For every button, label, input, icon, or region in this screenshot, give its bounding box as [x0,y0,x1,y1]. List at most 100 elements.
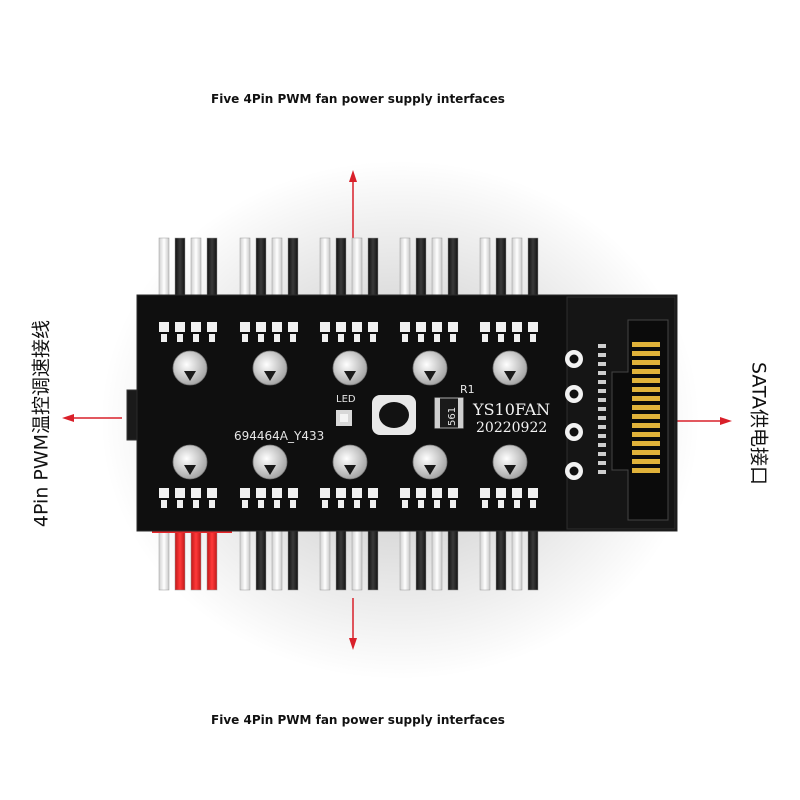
pad [528,322,538,332]
pad [432,322,442,332]
pad [480,488,490,498]
pad [175,488,185,498]
capacitor-marking [184,371,196,381]
sata-pin [632,459,660,464]
resistor-code: 561 [447,407,458,426]
pad [400,488,410,498]
sata-pin [632,351,660,356]
pad [450,500,456,508]
capacitor [172,350,208,386]
arrow-right-icon [675,417,732,425]
sata-pin [632,450,660,455]
pad [240,322,250,332]
top-pin [367,237,379,299]
top-pin [527,237,539,299]
sata-pin [632,369,660,374]
pad [159,322,169,332]
bottom-pin [495,527,507,591]
bottom-pin [190,527,202,591]
center-switch-icon [372,395,416,435]
top-pin [479,237,491,299]
bottom-pin [351,527,363,591]
pad [448,322,458,332]
pad [193,500,199,508]
top-pin [511,237,523,299]
pad [482,500,488,508]
top-pin [351,237,363,299]
arrow-left-icon [62,414,122,422]
sata-pin [632,405,660,410]
board-part-number: 694464A_Y433 [234,429,324,443]
caption-top: Five 4Pin PWM fan power supply interface… [211,92,505,106]
pad [434,500,440,508]
pad [288,322,298,332]
sata-pin [632,360,660,365]
hole-center [569,354,579,364]
bottom-pin [367,527,379,591]
pad [514,334,520,342]
pad [274,500,280,508]
pad [480,322,490,332]
pad [402,334,408,342]
bottom-pin [415,527,427,591]
bottom-pin [174,527,186,591]
pad [432,488,442,498]
pad [193,334,199,342]
capacitor [332,350,368,386]
hole-center [569,427,579,437]
pad [288,488,298,498]
capacitor-marking [184,465,196,475]
pad [272,488,282,498]
caption-bottom: Five 4Pin PWM fan power supply interface… [211,713,505,727]
bottom-pin [479,527,491,591]
capacitor-marking [344,371,356,381]
pad [512,322,522,332]
pad [177,334,183,342]
sata-pad [598,452,606,456]
top-pin [287,237,299,299]
bottom-pin [287,527,299,591]
hole-center [569,466,579,476]
pad [528,488,538,498]
pad [322,334,328,342]
pad [320,322,330,332]
bottom-pin [335,527,347,591]
sata-connector [598,319,669,521]
bottom-pin [527,527,539,591]
sata-pad [598,461,606,465]
sata-pin [632,414,660,419]
sata-pin [632,342,660,347]
pad [482,334,488,342]
capacitor-marking [504,465,516,475]
capacitor [492,444,528,480]
sata-pad [598,443,606,447]
top-pin [319,237,331,299]
capacitor-marking [504,371,516,381]
bottom-pin [271,527,283,591]
pad [336,322,346,332]
pad [161,500,167,508]
pad [320,488,330,498]
bottom-pin [431,527,443,591]
sata-pad [598,470,606,474]
capacitor-marking [424,465,436,475]
pad [290,334,296,342]
bottom-pin [511,527,523,591]
mounting-holes [565,350,583,480]
sata-pin [632,468,660,473]
capacitor [412,444,448,480]
pad [352,488,362,498]
capacitor [252,350,288,386]
pad [256,322,266,332]
pad [498,334,504,342]
capacitor [252,444,288,480]
top-pin [431,237,443,299]
top-pin [174,237,186,299]
sata-pad [598,344,606,348]
pad [240,488,250,498]
board-date: 20220922 [476,420,547,436]
pad [368,488,378,498]
pad [514,500,520,508]
bottom-pin [239,527,251,591]
pad [418,500,424,508]
